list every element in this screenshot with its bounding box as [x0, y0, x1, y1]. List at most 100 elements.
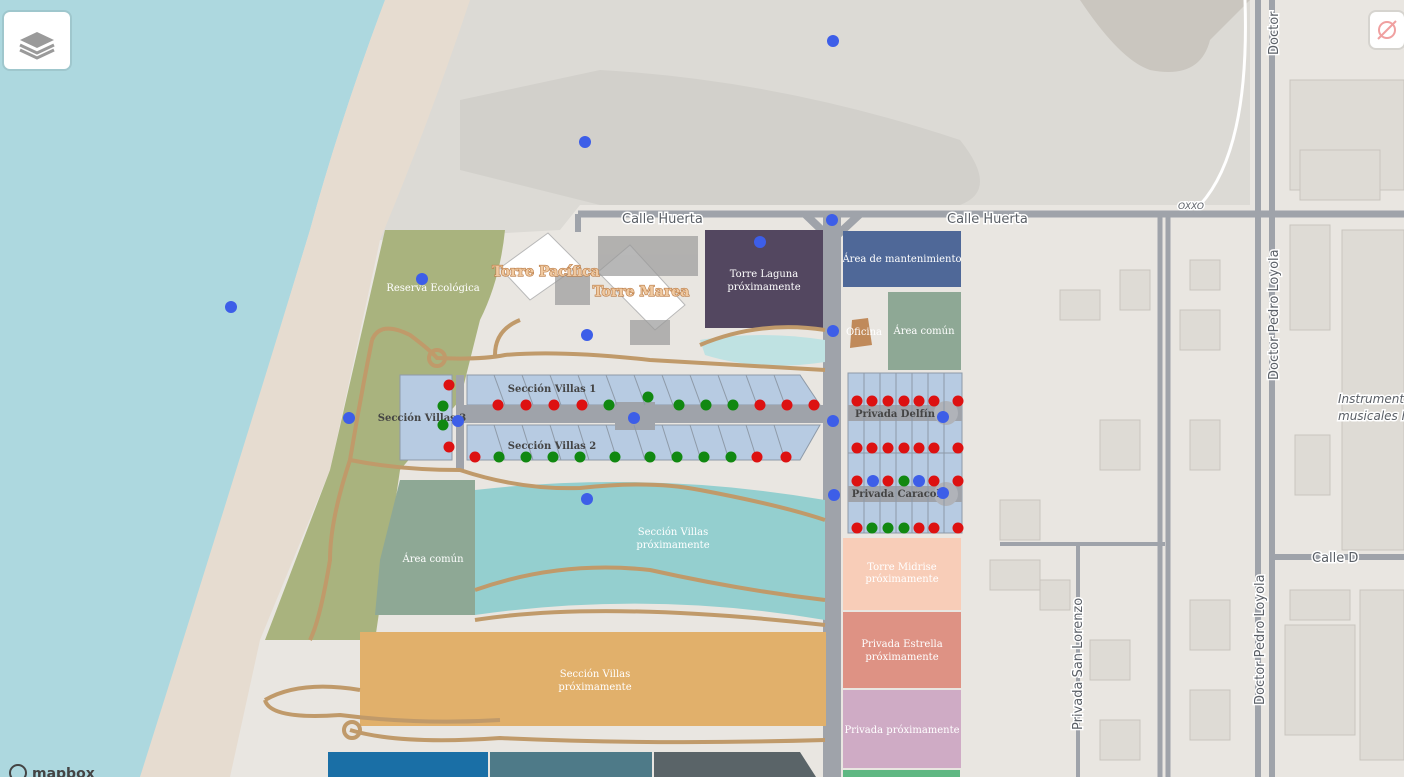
marker-blue[interactable] — [827, 415, 839, 427]
marker-green[interactable] — [866, 522, 878, 534]
layers-button[interactable] — [4, 12, 70, 69]
marker-blue[interactable] — [827, 35, 839, 47]
marker-red[interactable] — [952, 522, 964, 534]
marker-green[interactable] — [437, 419, 449, 431]
seccion-villas-orange[interactable] — [360, 632, 826, 726]
label-privada-estrella-1: Privada Estrella — [861, 639, 942, 650]
marker-blue[interactable] — [452, 415, 464, 427]
marker-red[interactable] — [952, 475, 964, 487]
label-torre-pacifica: Torre Pacífica — [492, 264, 600, 280]
marker-red[interactable] — [751, 451, 763, 463]
marker-red[interactable] — [913, 442, 925, 454]
marker-red[interactable] — [443, 379, 455, 391]
marker-red[interactable] — [851, 442, 863, 454]
marker-red[interactable] — [576, 399, 588, 411]
marker-red[interactable] — [928, 475, 940, 487]
marker-green[interactable] — [698, 451, 710, 463]
oficina-building[interactable] — [850, 318, 872, 348]
marker-green[interactable] — [603, 399, 615, 411]
marker-blue[interactable] — [867, 475, 879, 487]
marker-green[interactable] — [673, 399, 685, 411]
marker-blue[interactable] — [416, 273, 428, 285]
marker-blue[interactable] — [828, 489, 840, 501]
marker-red[interactable] — [952, 395, 964, 407]
area-mantenimiento[interactable] — [843, 231, 961, 287]
privada-estrella-area[interactable] — [843, 612, 961, 688]
marker-red[interactable] — [913, 522, 925, 534]
marker-red[interactable] — [928, 395, 940, 407]
road-label-doctor-pedro-loyola-2: Doctor Pedro Loyola — [1253, 574, 1268, 705]
marker-blue[interactable] — [937, 411, 949, 423]
marker-red[interactable] — [851, 522, 863, 534]
marker-red[interactable] — [548, 399, 560, 411]
marker-blue[interactable] — [913, 475, 925, 487]
marker-blue[interactable] — [628, 412, 640, 424]
marker-red[interactable] — [443, 441, 455, 453]
marker-green[interactable] — [609, 451, 621, 463]
torre-midrise-area[interactable] — [843, 538, 961, 610]
marker-green[interactable] — [700, 399, 712, 411]
marker-green[interactable] — [493, 451, 505, 463]
marker-blue[interactable] — [937, 487, 949, 499]
marker-red[interactable] — [851, 475, 863, 487]
marker-red[interactable] — [913, 395, 925, 407]
lot-markers — [225, 35, 964, 534]
marker-red[interactable] — [520, 399, 532, 411]
marker-green[interactable] — [898, 522, 910, 534]
location-disabled-button[interactable] — [1370, 12, 1404, 48]
marker-red[interactable] — [780, 451, 792, 463]
marker-green[interactable] — [898, 475, 910, 487]
marker-red[interactable] — [898, 442, 910, 454]
marker-red[interactable] — [469, 451, 481, 463]
marker-blue[interactable] — [826, 214, 838, 226]
marker-green[interactable] — [547, 451, 559, 463]
marker-red[interactable] — [851, 395, 863, 407]
area-comun-left-area[interactable] — [375, 480, 475, 615]
marker-green[interactable] — [725, 451, 737, 463]
label-oficina: Oficina — [846, 327, 882, 338]
marker-green[interactable] — [642, 391, 654, 403]
marker-green[interactable] — [882, 522, 894, 534]
marker-blue[interactable] — [343, 412, 355, 424]
marker-red[interactable] — [882, 475, 894, 487]
marker-blue[interactable] — [827, 325, 839, 337]
marker-red[interactable] — [866, 395, 878, 407]
marker-red[interactable] — [808, 399, 820, 411]
road-label-calle-huerta-right: Calle Huerta — [947, 212, 1028, 227]
bottom-block-green[interactable] — [843, 770, 960, 777]
mapbox-wordmark: mapbox — [32, 766, 95, 777]
marker-blue[interactable] — [581, 329, 593, 341]
marker-red[interactable] — [781, 399, 793, 411]
marker-green[interactable] — [437, 400, 449, 412]
marker-red[interactable] — [882, 442, 894, 454]
marker-green[interactable] — [574, 451, 586, 463]
marker-green[interactable] — [727, 399, 739, 411]
marker-blue[interactable] — [581, 493, 593, 505]
road-label-doctor-pedro-loyola-1: Doctor Pedro Loyola — [1267, 249, 1282, 380]
marker-red[interactable] — [898, 395, 910, 407]
marker-green[interactable] — [644, 451, 656, 463]
bottom-block-gray[interactable] — [654, 752, 816, 777]
mapbox-logo: mapbox — [9, 764, 95, 777]
parking-lots — [555, 236, 698, 345]
marker-red[interactable] — [882, 395, 894, 407]
reserva-ecologica-area[interactable] — [265, 230, 505, 640]
marker-green[interactable] — [671, 451, 683, 463]
torre-pacifica-building[interactable] — [499, 232, 581, 301]
marker-red[interactable] — [754, 399, 766, 411]
marker-red[interactable] — [928, 442, 940, 454]
marker-red[interactable] — [866, 442, 878, 454]
marker-green[interactable] — [520, 451, 532, 463]
marker-blue[interactable] — [754, 236, 766, 248]
area-comun-right-area[interactable] — [888, 292, 961, 370]
privada-proximamente-area[interactable] — [843, 690, 961, 768]
marker-blue[interactable] — [225, 301, 237, 313]
bottom-block-blue[interactable] — [328, 752, 488, 777]
marker-red[interactable] — [928, 522, 940, 534]
bottom-block-teal[interactable] — [490, 752, 652, 777]
marker-red[interactable] — [952, 442, 964, 454]
poi-instrumentos-1: Instrument — [1338, 392, 1404, 406]
marker-blue[interactable] — [579, 136, 591, 148]
marker-red[interactable] — [492, 399, 504, 411]
